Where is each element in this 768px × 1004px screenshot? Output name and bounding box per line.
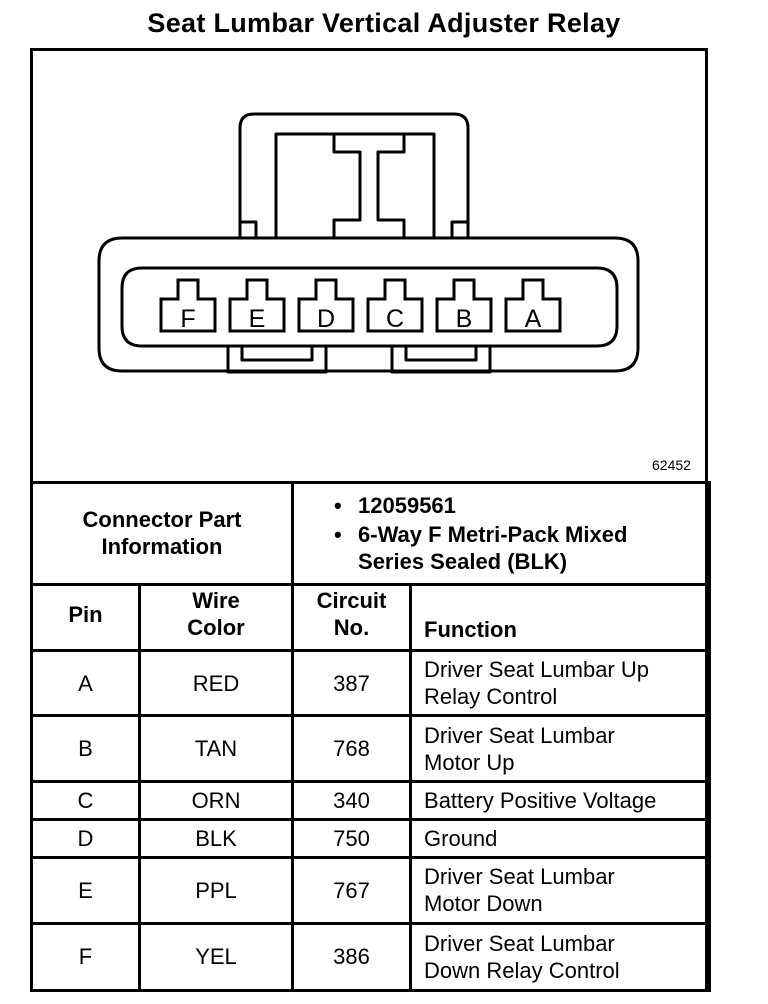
figure-number: 62452	[652, 457, 691, 473]
part-number: 12059561	[358, 492, 456, 518]
pin-cavity-a	[504, 278, 562, 333]
connector-part-row: Connector Part Information • 12059561 • 6-…	[29, 481, 712, 586]
pin-label-e: E	[249, 305, 266, 333]
latch-i-bar	[332, 134, 406, 238]
pin-label-b: B	[456, 305, 473, 333]
pin-label-f: F	[180, 305, 195, 333]
pin-label-d: D	[317, 305, 335, 333]
connector-key-right	[390, 346, 492, 374]
header-pin: Pin	[30, 582, 141, 652]
connector-key-left	[226, 346, 328, 374]
header-function: Function	[409, 582, 712, 652]
connector-cavity	[120, 266, 619, 348]
pin-cavity-d	[297, 278, 355, 333]
connector-body	[97, 236, 640, 373]
pin-cavity-b	[435, 278, 493, 333]
table-row: C ORN 340 Battery Positive Voltage	[30, 779, 712, 821]
connector-info-table: Connector Part Information • 12059561 • 6-…	[29, 481, 712, 993]
connector-latch	[238, 112, 470, 238]
bullet: •	[334, 492, 342, 518]
connector-latch-inner	[274, 132, 436, 238]
bullet: •	[334, 521, 342, 547]
pin-label-a: A	[525, 305, 542, 333]
pin-cavity-e	[228, 278, 286, 333]
table-row: D BLK 750 Ground	[30, 817, 712, 860]
pin-cavity-c	[366, 278, 424, 333]
pin-label-c: C	[386, 305, 404, 333]
connector-part-label: Connector Part Information	[29, 481, 295, 586]
page-title: Seat Lumbar Vertical Adjuster Relay	[147, 8, 621, 38]
pin-cavity-f	[159, 278, 217, 333]
